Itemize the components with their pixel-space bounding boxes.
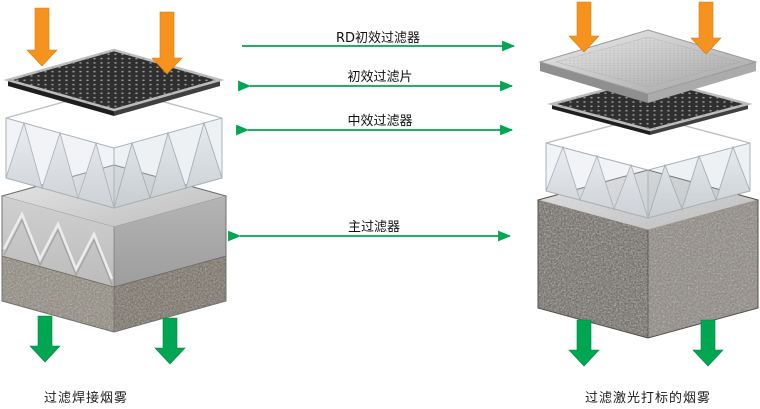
outflow-arrow-icon <box>568 319 600 367</box>
outflow-arrow-icon <box>154 317 186 365</box>
pleats <box>113 121 223 209</box>
mesh-thickness-left <box>8 80 114 116</box>
right-stack-caption: 过滤激光打标的烟雾 <box>584 391 712 406</box>
mesh-thickness-right <box>114 80 220 116</box>
connector-label-rd-prefilter: RD初效过滤器 <box>335 31 421 46</box>
right-filter-stack <box>536 1 760 367</box>
connector-label-prefilter-sheet: 初效过滤片 <box>347 70 413 85</box>
connector-label-main-filter: 主过滤器 <box>347 220 401 235</box>
connector-arrows <box>228 40 516 242</box>
outflow-arrow-icon <box>692 319 724 367</box>
outflow-arrow-icon <box>29 315 61 363</box>
pleats <box>5 121 115 209</box>
right-rd-prefilter-lid <box>538 29 758 103</box>
pleat-lines-highlight <box>2 210 114 280</box>
left-filter-stack <box>0 7 228 365</box>
pleat-lines-shadow <box>3 218 113 286</box>
lid-fine-mesh <box>554 36 742 88</box>
inflow-arrow-icon <box>690 1 722 55</box>
inflow-arrow-icon <box>26 7 58 67</box>
left-stack-caption: 过滤焊接烟雾 <box>43 391 129 406</box>
left-main-filter <box>0 164 228 333</box>
lid-thickness-right <box>648 62 756 103</box>
inflow-arrow-icon <box>568 1 600 53</box>
inflow-arrow-icon <box>151 11 183 75</box>
pleats <box>647 145 751 219</box>
connector-label-medium-filter: 中效过滤器 <box>347 114 413 129</box>
right-medium-filter <box>545 115 751 219</box>
mesh-holes <box>552 78 748 130</box>
lid-thickness-left <box>540 62 648 103</box>
pleats <box>545 145 649 219</box>
left-medium-filter <box>5 87 223 209</box>
